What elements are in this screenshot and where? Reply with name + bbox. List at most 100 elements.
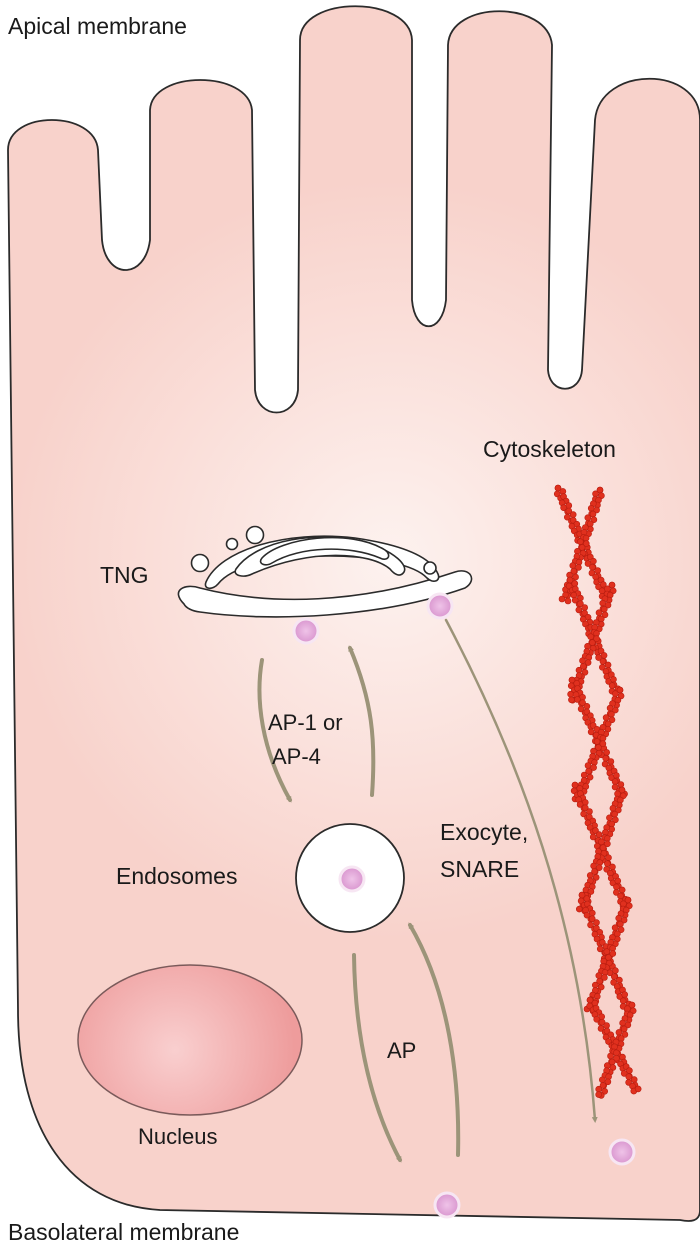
cytoskeleton-bead (608, 710, 615, 718)
arrow-basolateral-to-endosome (408, 922, 461, 1157)
cytoskeleton-bead (587, 921, 594, 929)
cytoskeleton-bead (605, 854, 612, 862)
cytoskeleton-bead (611, 924, 619, 932)
cytoskeleton-bead (581, 668, 589, 676)
cytoskeleton-bead (608, 682, 616, 689)
cytoskeleton-bead (589, 833, 597, 841)
cytoskeleton-bead (613, 1054, 620, 1062)
cytoskeleton-bead (601, 974, 608, 981)
cytoskeleton-bead (604, 840, 611, 848)
cytoskeleton-bead (604, 720, 612, 728)
cytoskeleton-bead (602, 714, 610, 721)
cytoskeleton-bead (587, 728, 595, 736)
cytoskeleton-bead (569, 511, 577, 518)
cytoskeleton-bead (595, 1085, 603, 1093)
cytoskeleton-bead (595, 864, 603, 872)
cytoskeleton-bead (611, 783, 619, 791)
label-basolateral-membrane: Basolateral membrane (8, 1219, 239, 1245)
cytoskeleton-bead (584, 560, 592, 567)
label-cytoskeleton: Cytoskeleton (483, 436, 616, 462)
cytoskeleton-bead (576, 801, 584, 808)
cytoskeleton-bead (583, 895, 591, 902)
cytoskeleton-bead (611, 778, 619, 785)
cytoskeleton-bead (604, 661, 612, 669)
vesicle (292, 617, 320, 645)
label-ap: AP (387, 1038, 416, 1063)
cytoskeleton-bead (589, 563, 596, 571)
cytoskeleton-bead (610, 676, 617, 683)
cytoskeleton-bead (598, 1076, 606, 1084)
cytoskeleton-bead (634, 1085, 642, 1093)
cytoskeleton-bead (571, 596, 579, 604)
cytoskeleton-bead (604, 1078, 612, 1086)
cytoskeleton-bead (612, 816, 619, 824)
cytoskeleton-bead (593, 919, 600, 926)
cytoskeleton-bead (612, 889, 620, 896)
cytoskeleton-bead (609, 950, 617, 957)
cell-body (7, 5, 700, 1222)
cytoskeleton-bead (587, 633, 595, 641)
cytoskeleton-bead (569, 562, 577, 569)
cytoskeleton-bead (621, 991, 629, 998)
vesicle (426, 592, 454, 620)
cytoskeleton-bead (581, 609, 588, 617)
cytoskeleton-bead (600, 652, 608, 659)
cytoskeleton-bead (580, 771, 588, 779)
cytoskeleton-bead (593, 1015, 601, 1023)
cytoskeleton-bead (594, 567, 602, 574)
cytoskeleton-bead (584, 659, 592, 666)
arrow-endosome-to-basolateral (352, 953, 402, 1163)
label-exocyte-line1: Exocyte, (440, 819, 528, 845)
cytoskeleton-bead (593, 635, 600, 643)
cytoskeleton-bead (601, 611, 609, 619)
cytoskeleton-filaments (553, 484, 642, 1099)
cytoskeleton-bead (616, 976, 623, 984)
cytoskeleton-bead (603, 1022, 610, 1029)
cytoskeleton-bead (617, 920, 624, 928)
cytoskeleton-bead (603, 749, 611, 756)
cytoskeleton-bead (565, 507, 573, 515)
cytoskeleton-bead (617, 892, 624, 900)
cytoskeleton-bead (620, 1070, 628, 1077)
cytoskeleton-bead (581, 804, 589, 812)
cytoskeleton-bead (585, 767, 592, 775)
cytoskeleton-bead (587, 504, 595, 512)
cytoskeleton-bead (576, 538, 584, 546)
label-exocyte-line2: SNARE (440, 856, 519, 882)
cytoskeleton-bead (598, 838, 605, 846)
cytoskeleton-bead (626, 1067, 633, 1074)
cytoskeleton-bead (615, 914, 623, 922)
cytoskeleton-bead (619, 997, 627, 1005)
cytoskeleton-bead (558, 595, 566, 603)
cytoskeleton-bead (579, 699, 586, 707)
tng-organelle (177, 525, 473, 618)
cytoskeleton-bead (600, 605, 608, 613)
cytoskeleton-bead (560, 504, 567, 512)
cytoskeleton-bead (575, 905, 583, 913)
cytoskeleton-bead (577, 600, 584, 608)
cytoskeleton-bead (615, 1029, 623, 1036)
cytoskeleton-bead (620, 1025, 628, 1033)
cytoskeleton-bead (617, 781, 625, 788)
cytoskeleton-bead (613, 883, 620, 891)
cytoskeleton-bead (589, 510, 597, 518)
cytoskeleton-bead (599, 1082, 607, 1089)
cytoskeleton-bead (609, 804, 617, 812)
cytoskeleton-bead (590, 862, 597, 870)
cytoskeleton-bead (579, 657, 586, 665)
cytoskeleton-bead (612, 967, 619, 974)
label-tng: TNG (100, 562, 149, 588)
cytoskeleton-bead (563, 513, 571, 521)
vesicle (608, 1138, 636, 1166)
cytoskeleton-bead (618, 886, 626, 894)
cytoskeleton-bead (593, 738, 601, 745)
cytoskeleton-bead (575, 666, 583, 674)
cytoskeleton-bead (588, 915, 596, 923)
cytoskeleton-bead (595, 609, 603, 617)
label-nucleus: Nucleus (138, 1124, 217, 1149)
cytoskeleton-bead (577, 705, 585, 713)
cytoskeleton-bead (599, 599, 607, 607)
cytoskeleton-bead (596, 977, 603, 985)
cytoskeleton-bead (580, 810, 587, 818)
